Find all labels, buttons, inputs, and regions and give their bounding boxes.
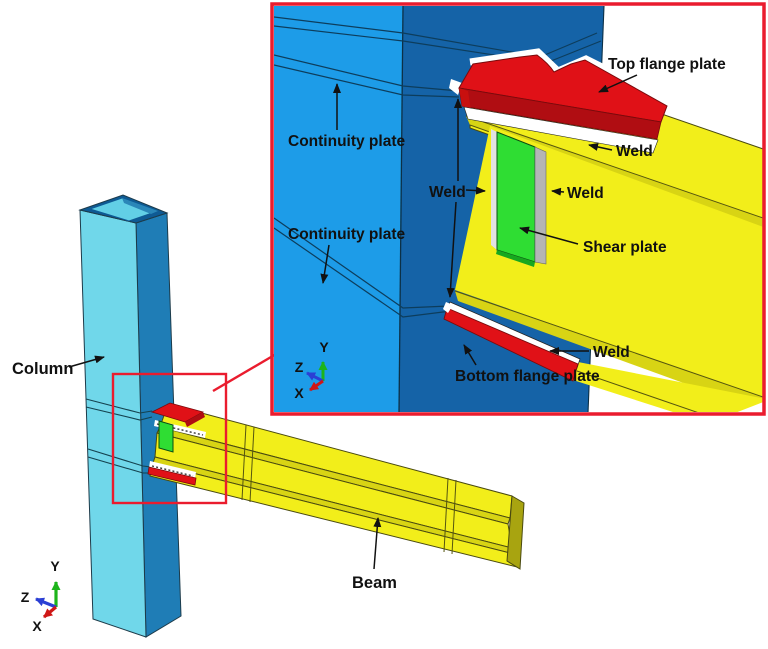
inset-axis-x-arrow	[309, 379, 324, 392]
top-flange-plate-leader	[598, 74, 638, 93]
inset-top-flange-assembly	[449, 48, 668, 154]
inset-bottom-flange-plate	[443, 307, 579, 382]
inset-shear-plate-bottom	[496, 250, 535, 267]
inset-shear-weld-right	[534, 146, 547, 265]
column-leader	[68, 355, 105, 368]
weld-left-leader-right	[465, 186, 486, 195]
main-axis-z-arrow	[35, 597, 57, 609]
weld-top-leader	[588, 143, 613, 151]
inset-bottom-weld-tip	[443, 302, 453, 313]
inset-top-weld-tip	[449, 79, 462, 95]
bottom-flange-plate-leader	[463, 344, 477, 366]
shear-plate-leader	[519, 226, 579, 245]
main-view: Column Beam Y Z X	[12, 194, 525, 638]
inset-border	[270, 2, 766, 416]
beam-leader	[373, 517, 382, 570]
inset-annotations: Top flange plate Weld Weld Weld Shear pl…	[288, 56, 726, 385]
bottom-flange-plate-label: Bottom flange plate	[455, 368, 600, 385]
continuity-plate-top-label: Continuity plate	[288, 133, 405, 150]
main-axis-y-label: Y	[50, 558, 60, 574]
inset-bottom-flange-assembly	[443, 301, 581, 382]
shear-plate-label: Shear plate	[583, 239, 667, 256]
inset-top-flange-plate	[458, 54, 668, 123]
main-column-rim-inner-wall	[122, 198, 158, 214]
inset-axis-z-arrow	[306, 371, 324, 383]
inset-shear-plate-assembly	[491, 129, 547, 267]
main-axis-triad: Y Z X	[21, 558, 61, 634]
weld-mid-label: Weld	[567, 185, 604, 202]
continuity-plate-bottom-label: Continuity plate	[288, 226, 405, 243]
inset-axis-x-label: X	[294, 385, 304, 401]
inset-top-flange-plate-end	[459, 88, 471, 111]
main-shear-plate	[158, 420, 174, 453]
inset-continuity-lines	[274, 16, 602, 318]
main-top-flange-plate-edge	[185, 412, 205, 427]
inset-shear-plate	[496, 131, 536, 263]
weld-mid-leader	[551, 187, 565, 196]
weld-bottom-label: Weld	[593, 344, 630, 361]
main-axis-x-label: X	[32, 618, 42, 634]
column-label: Column	[12, 360, 73, 378]
inset-top-weld-under	[463, 106, 659, 154]
inset-axis-y-label: Y	[319, 339, 329, 355]
main-axis-z-label: Z	[21, 589, 30, 605]
continuity-plate-bottom-leader	[320, 244, 330, 284]
highlight-rectangle	[111, 372, 228, 505]
weld-left-label: Weld	[429, 184, 466, 201]
main-axis-x-arrow	[42, 605, 58, 619]
inset-axis-triad: Y Z X	[294, 339, 329, 401]
weld-top-label: Weld	[616, 143, 653, 160]
inset-column-corner-edge	[398, 6, 404, 412]
inset-view: Y Z X Top flange plate Weld Weld Weld Sh…	[274, 6, 763, 412]
main-beam	[147, 402, 525, 570]
top-flange-plate-label: Top flange plate	[608, 56, 726, 73]
main-beam-stiffeners	[241, 424, 457, 555]
inset-beam-bottom-flange-front	[573, 361, 763, 412]
main-beam-end-face	[506, 495, 525, 570]
inset-shear-weld-left	[491, 129, 497, 250]
main-bottom-flange-plate	[147, 466, 197, 486]
weld-left-leader-down	[446, 201, 457, 298]
inset-column-left-face	[274, 6, 403, 412]
inset-axis-z-label: Z	[295, 359, 304, 375]
beam-label: Beam	[352, 574, 397, 592]
inset-beam-bottom-flange-top	[455, 291, 763, 412]
main-weld-strip-bottom	[149, 461, 196, 479]
inset-bottom-corner-gap	[737, 402, 763, 412]
